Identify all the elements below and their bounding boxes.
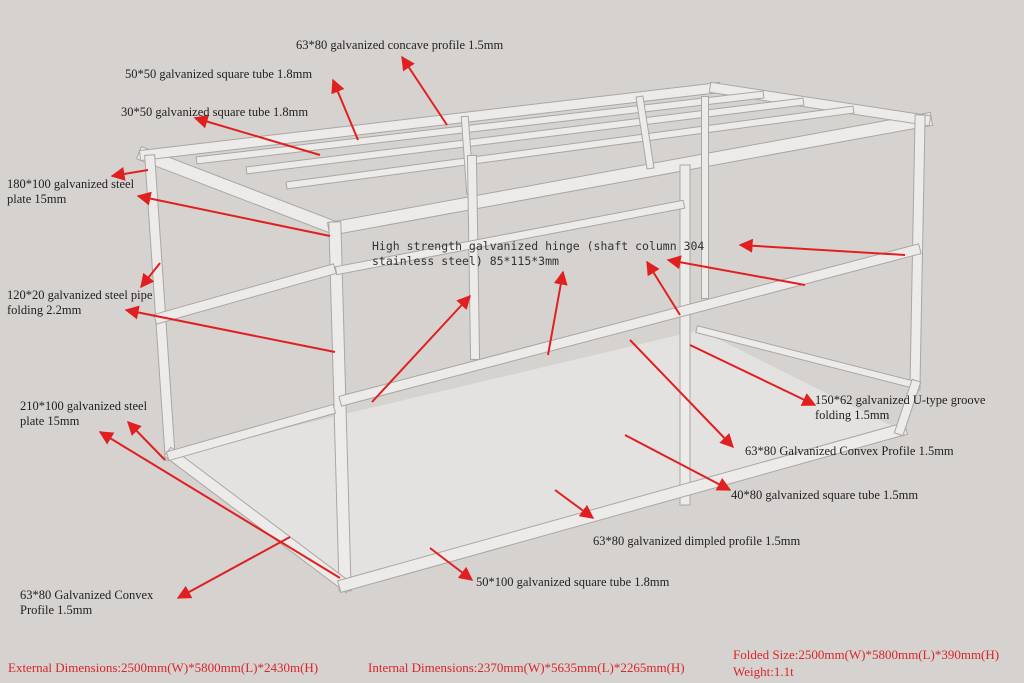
callout-arrow: [666, 255, 806, 286]
floor-panel: [172, 330, 900, 585]
frame-beam: [328, 113, 932, 235]
frame-beam: [140, 83, 720, 160]
label-50x50-tube: 50*50 galvanized square tube 1.8mm: [125, 67, 313, 81]
callout-arrow: [98, 431, 341, 579]
callout-arrow: [624, 434, 732, 491]
callout-arrow: [193, 114, 321, 156]
frame-beam: [329, 222, 351, 591]
label-dimpled-profile: 63*80 galvanized dimpled profile 1.5mm: [593, 534, 801, 548]
callout-arrow: [110, 167, 149, 181]
label-50x100-tube: 50*100 galvanized square tube 1.8mm: [476, 575, 670, 589]
callout-arrow: [124, 305, 336, 353]
frame-beam: [196, 91, 764, 164]
callout-arrow: [401, 55, 448, 126]
callout-arrow: [554, 489, 595, 519]
frame-beam: [286, 106, 854, 189]
callout-arrows: [98, 55, 906, 599]
frame-beam: [338, 423, 907, 592]
frame-beam: [335, 200, 685, 275]
frame-beam: [696, 326, 919, 389]
callout-arrow: [738, 238, 906, 256]
frame-beam: [339, 244, 921, 406]
callout-arrow: [646, 260, 681, 316]
frame-beam: [636, 96, 654, 169]
external-dimensions: External Dimensions:2500mm(W)*5800mm(L)*…: [8, 660, 319, 675]
callout-arrow: [127, 420, 166, 461]
label-concave-profile: 63*80 galvanized concave profile 1.5mm: [296, 38, 504, 52]
callout-arrow: [371, 294, 471, 403]
frame-beam: [467, 155, 480, 360]
frame-beam: [154, 264, 336, 324]
frame-beam: [145, 155, 175, 460]
callout-arrow: [140, 262, 161, 289]
frame-beam: [894, 379, 921, 436]
frame-beam: [137, 147, 343, 236]
callout-arrow: [429, 547, 474, 581]
folded-size: Folded Size:2500mm(W)*5800mm(L)*390mm(H): [733, 647, 1000, 662]
label-hinge: High strength galvanized hinge (shaft co…: [372, 239, 705, 268]
internal-dimensions: Internal Dimensions:2370mm(W)*5635mm(L)*…: [368, 660, 685, 675]
callout-arrow: [547, 270, 568, 356]
callout-arrow: [629, 339, 734, 449]
callout-arrow: [331, 78, 359, 141]
label-40x80-tube: 40*80 galvanized square tube 1.5mm: [731, 488, 919, 502]
label-convex-right: 63*80 Galvanized Convex Profile 1.5mm: [745, 444, 954, 458]
label-30x50-tube: 30*50 galvanized square tube 1.8mm: [121, 105, 309, 119]
frame-beam: [167, 405, 335, 460]
callout-arrow: [689, 344, 817, 406]
callout-arrow: [176, 536, 291, 599]
weight: Weight:1.1t: [733, 664, 794, 679]
callout-arrow: [136, 191, 331, 237]
